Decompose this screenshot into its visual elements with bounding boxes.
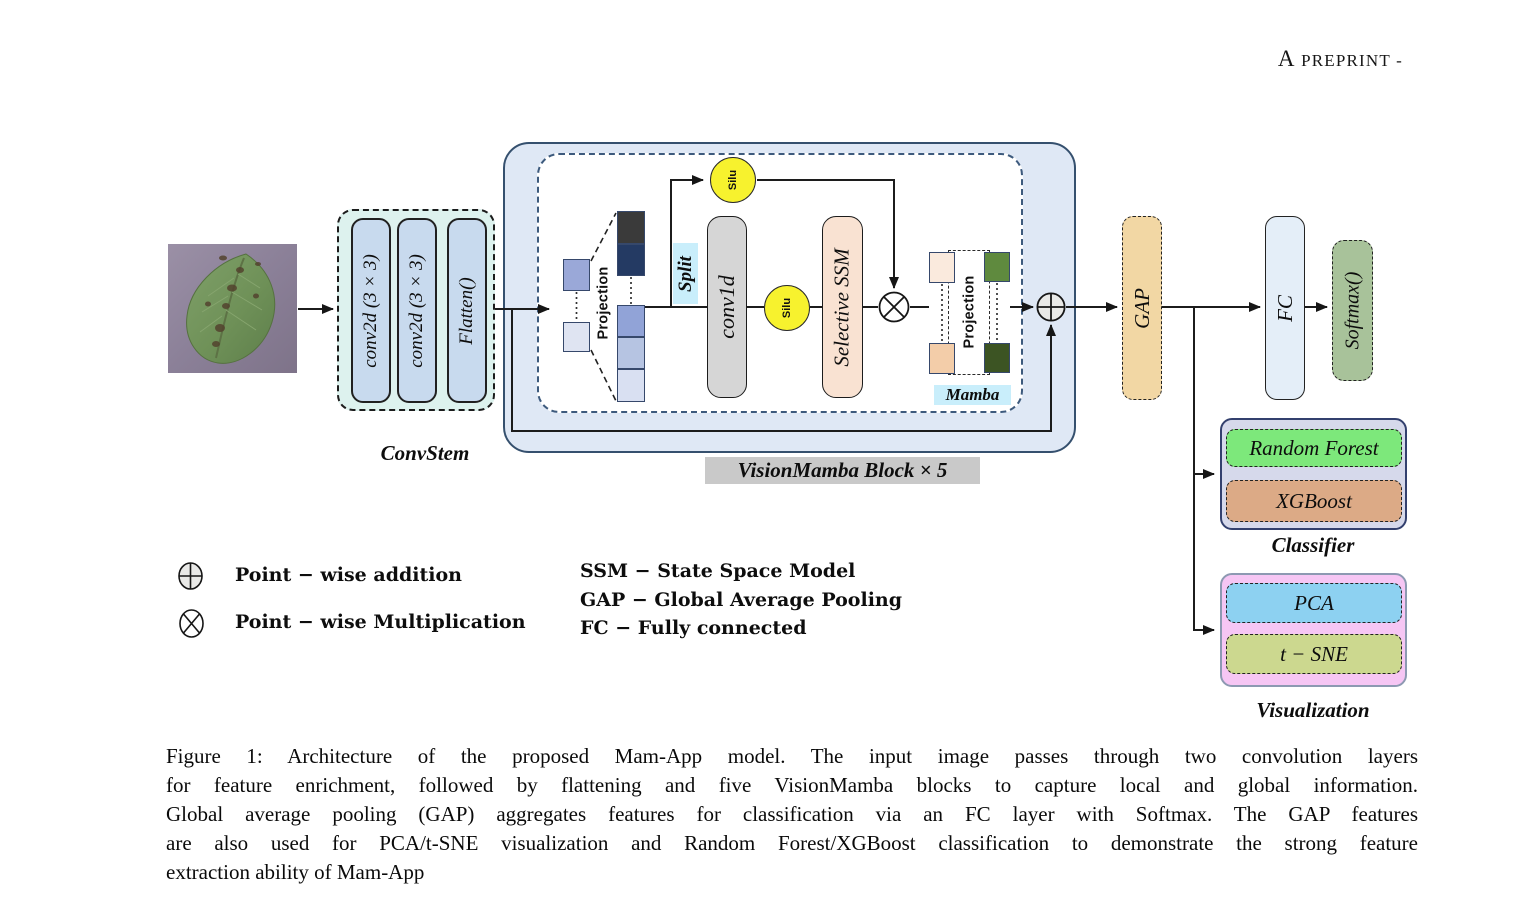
arrow-split-to-silu <box>670 175 704 307</box>
patch-in-top <box>563 259 590 291</box>
conv2d-layer-1: conv2d (3 × 3) <box>351 218 391 403</box>
legend-multiplication-label: Point − wise Multiplication <box>235 611 526 633</box>
softmax-block: Softmax() <box>1332 240 1373 381</box>
convstem-label: ConvStem <box>380 440 470 465</box>
patch-col-1 <box>617 211 645 244</box>
legend-add-icon <box>178 562 203 590</box>
flatten-layer: Flatten() <box>447 218 487 403</box>
dashed-diagonal-bottom <box>590 349 617 402</box>
projection-out-label-box: Projection <box>956 260 982 364</box>
pointwise-multiply-icon <box>878 291 910 323</box>
preprint-header: A PREPRINT - <box>1277 46 1403 71</box>
silu-mid-circle: Silu <box>764 285 810 331</box>
conv2d-layer-2-label: conv2d (3 × 3) <box>406 253 427 368</box>
split-label: Split <box>674 255 696 292</box>
abbr-fc: FC − Fully connected <box>580 617 807 639</box>
xgboost-block: XGBoost <box>1226 480 1402 522</box>
pca-block: PCA <box>1226 583 1402 623</box>
arrow-silu-to-multiply <box>757 179 899 289</box>
conv1d-label: conv1d <box>714 275 739 339</box>
caption-line-3: Global average pooling (GAP) aggregates … <box>166 802 1418 826</box>
caption-line-1: Figure 1: Architecture of the proposed M… <box>166 744 1418 768</box>
silu-top-circle: Silu <box>710 157 756 203</box>
legend-addition-label: Point − wise addition <box>235 564 462 586</box>
leaf-spots <box>205 255 261 347</box>
split-tag: Split <box>673 243 698 304</box>
abbr-gap: GAP − Global Average Pooling <box>580 588 903 611</box>
softmax-label: Softmax() <box>1341 271 1364 350</box>
figure-caption: Figure 1: Architecture of the proposed M… <box>166 742 1418 887</box>
patch-col-2 <box>617 244 645 276</box>
visionmamba-block-label: VisionMamba Block × 5 <box>705 457 980 484</box>
arrow-gap-to-visualization <box>1193 307 1215 635</box>
projection-in-label: Projection <box>595 266 611 339</box>
residual-skip-line <box>511 309 1056 432</box>
abbr-ssm: SSM − State Space Model <box>580 560 856 582</box>
random-forest-block: Random Forest <box>1226 429 1402 467</box>
mamba-tag: Mamba <box>934 385 1011 405</box>
conv1d-block: conv1d <box>707 216 747 398</box>
caption-line-4: are also used for PCA/t-SNE visualizatio… <box>166 831 1418 855</box>
silu-top-label: Silu <box>726 169 739 191</box>
classifier-label: Classifier <box>1271 532 1355 557</box>
dashed-diagonal-top <box>590 212 617 262</box>
tsne-block: t − SNE <box>1226 634 1402 674</box>
patch-out-peach-bottom <box>929 343 955 374</box>
caption-line-2: for feature enrichment, followed by flat… <box>166 773 1418 797</box>
projection-out-label: Projection <box>961 275 977 349</box>
gap-label: GAP <box>1129 287 1154 329</box>
fc-block: FC <box>1265 216 1305 400</box>
patch-out-peach-top <box>929 252 955 283</box>
patch-out-green-bottom <box>984 343 1010 373</box>
patch-in-bottom <box>563 322 590 352</box>
patch-out-green-top <box>984 252 1010 282</box>
selective-ssm-block: Selective SSM <box>822 216 863 398</box>
projection-in-label-box: Projection <box>589 255 617 350</box>
pointwise-add-icon <box>1036 292 1066 322</box>
input-leaf-image <box>168 244 297 373</box>
caption-line-5: extraction ability of Mam-App <box>166 860 425 884</box>
patch-expand-dashes <box>590 212 617 402</box>
silu-mid-label: Silu <box>780 297 793 319</box>
selective-ssm-label: Selective SSM <box>830 247 855 367</box>
leaf-veins <box>199 273 263 333</box>
legend-abbreviations: SSM − State Space Model GAP − Global Ave… <box>580 557 902 643</box>
flow-arrows <box>298 175 1328 635</box>
projection-out-dashed-box <box>948 250 990 375</box>
conv2d-layer-1-label: conv2d (3 × 3) <box>360 253 381 368</box>
fc-label: FC <box>1272 294 1297 322</box>
flatten-layer-label: Flatten() <box>456 276 477 345</box>
gap-block: GAP <box>1122 216 1162 400</box>
patch-col-4 <box>617 337 645 369</box>
visualization-label: Visualization <box>1256 698 1370 722</box>
conv2d-layer-2: conv2d (3 × 3) <box>397 218 437 403</box>
patch-col-3 <box>617 305 645 337</box>
legend-multiply-icon <box>179 609 204 638</box>
patch-col-5 <box>617 369 645 402</box>
leaf-shape <box>186 253 276 364</box>
